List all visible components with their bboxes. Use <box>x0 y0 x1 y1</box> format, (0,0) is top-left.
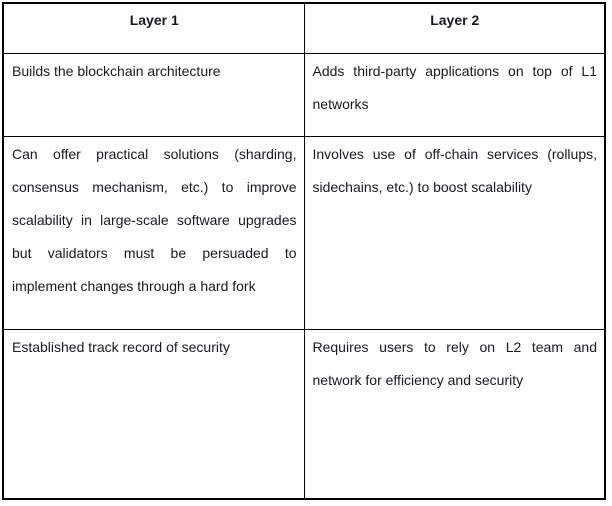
cell-text: Can offer practical solutions (sharding,… <box>12 145 297 294</box>
table-row: Established track record of security Req… <box>2 328 606 500</box>
cell-text: Builds the blockchain architecture <box>12 62 221 79</box>
cell-layer1-security: Established track record of security <box>2 328 305 500</box>
layer-comparison-table: Layer 1 Layer 2 Builds the blockchain ar… <box>2 2 606 500</box>
cell-layer1-architecture: Builds the blockchain architecture <box>2 52 305 137</box>
table-header-row: Layer 1 Layer 2 <box>2 2 606 54</box>
cell-text: Requires users to rely on L2 team and ne… <box>312 338 598 388</box>
cell-layer2-reliance: Requires users to rely on L2 team and ne… <box>303 328 606 500</box>
header-cell-layer-2: Layer 2 <box>303 2 606 54</box>
cell-text: Adds third-party applications on top of … <box>312 62 598 112</box>
header-cell-layer-1: Layer 1 <box>2 2 305 54</box>
cell-text: Established track record of security <box>12 338 230 355</box>
table-row: Can offer practical solutions (sharding,… <box>2 135 606 330</box>
cell-text: Involves use of off-chain services (roll… <box>312 145 598 195</box>
table-row: Builds the blockchain architecture Adds … <box>2 52 606 137</box>
cell-layer2-applications: Adds third-party applications on top of … <box>303 52 606 137</box>
cell-layer2-offchain: Involves use of off-chain services (roll… <box>303 135 606 330</box>
cell-layer1-scalability: Can offer practical solutions (sharding,… <box>2 135 305 330</box>
